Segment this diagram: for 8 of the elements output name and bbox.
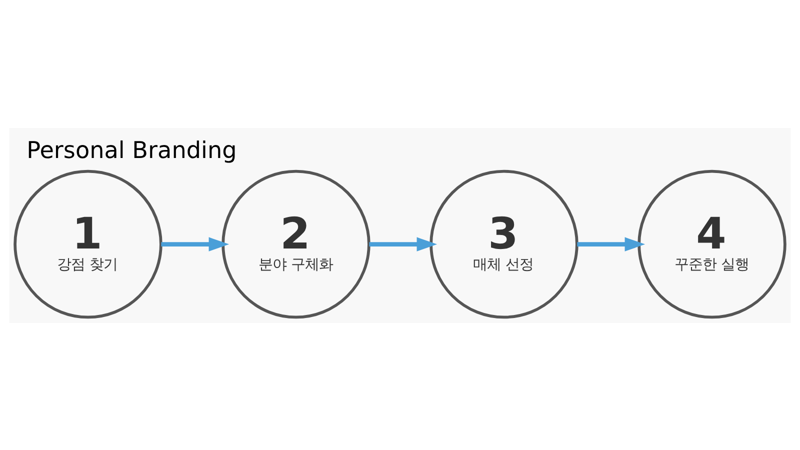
node-circle: 2 분야 구체화 <box>222 169 370 318</box>
arrow <box>161 236 230 251</box>
diagram-title: Personal Branding <box>26 138 237 164</box>
arrow <box>369 236 438 251</box>
node-circle: 1 강점 찾기 <box>14 169 162 318</box>
node-circle: 4 꾸준한 실행 <box>638 169 786 318</box>
arrow <box>577 236 646 251</box>
node-circle: 3 매체 선정 <box>430 169 578 318</box>
